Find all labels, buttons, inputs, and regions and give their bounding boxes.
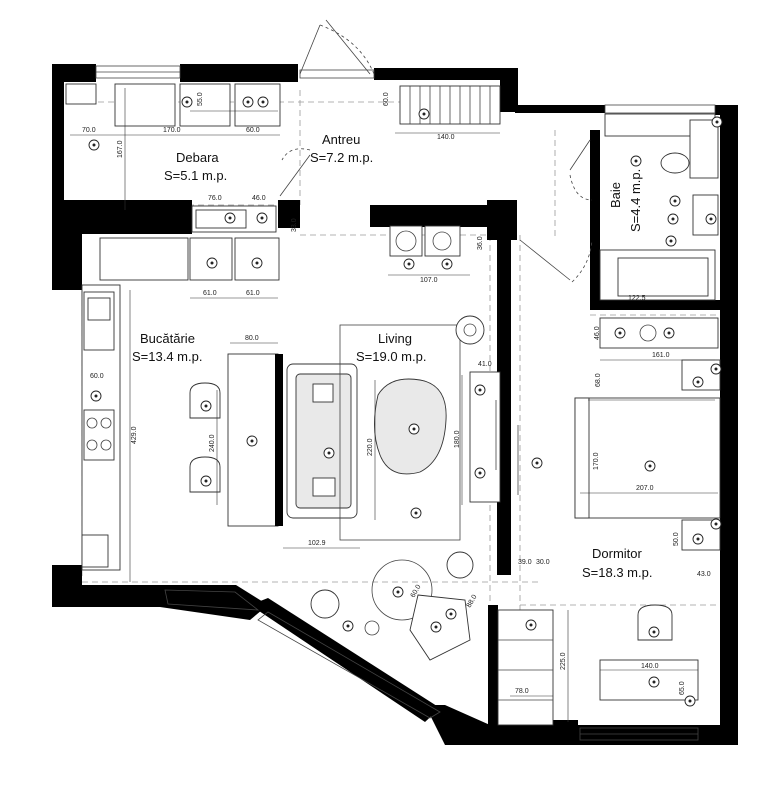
item-marker [408, 423, 420, 435]
dim-label: 70.0 [82, 127, 96, 134]
item-marker [246, 435, 258, 447]
dim-label: 36.0 [477, 236, 484, 250]
item-marker [224, 212, 236, 224]
dim-label: 225.0 [560, 652, 567, 670]
item-marker [206, 257, 218, 269]
dim-label: 60.0 [90, 373, 104, 380]
room-name-dormitor: Dormitor [592, 546, 643, 561]
item-marker [614, 327, 626, 339]
item-marker [711, 116, 723, 128]
dim-label: 207.0 [636, 485, 654, 492]
room-name-antreu: Antreu [322, 132, 360, 147]
item-marker [392, 586, 404, 598]
item-marker [257, 96, 269, 108]
dim-label: 46.0 [594, 326, 601, 340]
item-marker [418, 108, 430, 120]
dim-label: 170.0 [593, 452, 600, 470]
dim-label: 68.0 [595, 373, 602, 387]
item-marker [242, 96, 254, 108]
dim-label: 76.0 [208, 195, 222, 202]
room-area-living: S=19.0 m.p. [356, 349, 426, 364]
dim-label: 240.0 [209, 434, 216, 452]
item-marker [474, 467, 486, 479]
dim-label: 30.0 [536, 559, 550, 566]
item-marker [525, 619, 537, 631]
item-marker [648, 676, 660, 688]
room-name-bucatarie: Bucătărie [140, 331, 195, 346]
item-marker [710, 363, 722, 375]
item-marker [474, 384, 486, 396]
dim-label: 180.0 [454, 430, 461, 448]
item-marker [669, 195, 681, 207]
item-marker [665, 235, 677, 247]
item-marker [531, 457, 543, 469]
item-marker [441, 258, 453, 270]
dim-label: 39.0 [518, 559, 532, 566]
dim-label: 88.0 [466, 594, 479, 609]
room-name-baie: Baie [608, 182, 623, 208]
item-marker [710, 518, 722, 530]
room-area-bucatarie: S=13.4 m.p. [132, 349, 202, 364]
dim-label: 170.0 [163, 127, 181, 134]
item-marker [181, 96, 193, 108]
item-marker [90, 390, 102, 402]
dim-label: 102.9 [308, 540, 326, 547]
dim-label: 43.0 [697, 571, 711, 578]
item-marker [88, 139, 100, 151]
dim-label: 107.0 [420, 277, 438, 284]
dim-label: 55.0 [197, 92, 204, 106]
item-marker [403, 258, 415, 270]
room-area-baie: S=4.4 m.p. [628, 169, 643, 232]
room-area-antreu: S=7.2 m.p. [310, 150, 373, 165]
item-marker [256, 212, 268, 224]
dim-label: 80.0 [245, 335, 259, 342]
item-marker [667, 213, 679, 225]
dim-label: 61.0 [203, 290, 217, 297]
room-area-dormitor: S=18.3 m.p. [582, 565, 652, 580]
dim-label: 140.0 [641, 663, 659, 670]
dim-label: 41.0 [478, 361, 492, 368]
dim-label: 65.0 [679, 681, 686, 695]
item-markers [88, 96, 723, 707]
dim-label: 61.0 [246, 290, 260, 297]
dim-label: 161.0 [652, 352, 670, 359]
item-marker [692, 533, 704, 545]
item-marker [644, 460, 656, 472]
dim-label: 33.0 [291, 218, 298, 232]
dim-label: 429.0 [131, 426, 138, 444]
item-marker [200, 400, 212, 412]
item-marker [200, 475, 212, 487]
doors [279, 19, 593, 283]
item-marker [251, 257, 263, 269]
dim-label: 50.0 [673, 532, 680, 546]
dim-label: 220.0 [367, 438, 374, 456]
walls [52, 64, 738, 745]
item-marker [648, 626, 660, 638]
item-marker [342, 620, 354, 632]
dim-label: 167.0 [117, 140, 124, 158]
item-marker [663, 327, 675, 339]
item-marker [684, 695, 696, 707]
dim-label: 46.0 [252, 195, 266, 202]
room-area-debara: S=5.1 m.p. [164, 168, 227, 183]
item-marker [692, 376, 704, 388]
dim-label: 78.0 [515, 688, 529, 695]
item-marker [705, 213, 717, 225]
dim-label: 60.0 [246, 127, 260, 134]
dimension-lines [70, 88, 718, 722]
item-marker [445, 608, 457, 620]
item-marker [630, 155, 642, 167]
item-marker [410, 507, 422, 519]
item-marker [430, 621, 442, 633]
room-name-debara: Debara [176, 150, 219, 165]
dimension-labels: 55.0 60.0 140.0 70.0 170.0 60.0 167.0 76… [82, 92, 711, 695]
furniture [65, 83, 721, 726]
room-name-living: Living [378, 331, 412, 346]
room-labels: Antreu S=7.2 m.p. Debara S=5.1 m.p. Baie… [132, 132, 652, 580]
dim-label: 140.0 [437, 134, 455, 141]
dim-label: 60.0 [383, 92, 390, 106]
dim-label: 122.5 [628, 295, 646, 302]
item-marker [323, 447, 335, 459]
